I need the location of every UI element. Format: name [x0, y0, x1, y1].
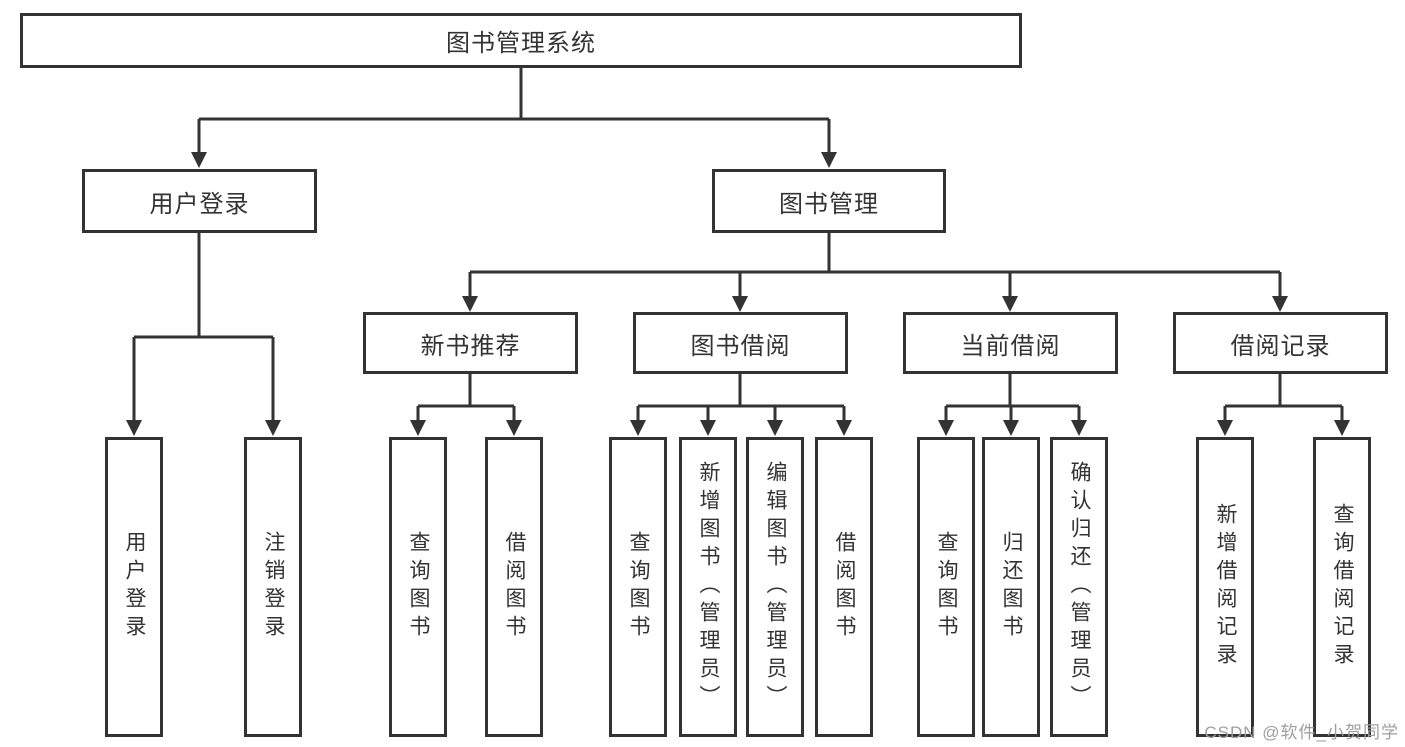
arrowhead	[1003, 420, 1019, 436]
arrowhead	[1071, 420, 1087, 436]
connector-book-borrow-to-leaves	[636, 373, 846, 421]
leaf-query-borrow-record: 查询借阅记录	[1313, 437, 1371, 737]
arrowhead	[821, 152, 837, 168]
leaf-query-books-borrowing: 查询图书	[609, 437, 667, 737]
arrowhead	[1334, 420, 1350, 436]
node-book-management: 图书管理	[712, 169, 946, 233]
arrowhead	[462, 296, 478, 312]
leaf-add-borrow-record: 新增借阅记录	[1196, 437, 1254, 737]
leaf-edit-books-admin: 编辑图书（管理员）	[746, 437, 804, 737]
node-new-book-recommend: 新书推荐	[363, 312, 578, 374]
leaf-logout: 注销登录	[244, 437, 302, 737]
arrowhead	[126, 420, 142, 436]
node-book-borrowing: 图书借阅	[633, 312, 848, 374]
connector-borrow-records-to-leaves	[1223, 373, 1344, 421]
arrowhead	[265, 420, 281, 436]
arrowhead	[938, 420, 954, 436]
watermark: CSDN @软件_小贺同学	[1204, 723, 1399, 742]
arrowhead	[1002, 296, 1018, 312]
connector-root-to-level2	[197, 66, 831, 153]
leaf-user-login: 用户登录	[105, 437, 163, 737]
node-root: 图书管理系统	[20, 13, 1022, 68]
leaf-borrow-books-borrowing: 借阅图书	[815, 437, 873, 737]
arrowhead	[410, 420, 426, 436]
arrowhead	[732, 296, 748, 312]
connector-new-book-to-leaves	[416, 373, 516, 421]
arrowhead	[506, 420, 522, 436]
arrowhead	[191, 152, 207, 168]
arrowhead	[1217, 420, 1233, 436]
connector-user-login-to-leaves	[132, 231, 275, 421]
leaf-add-books-admin: 新增图书（管理员）	[679, 437, 737, 737]
arrowhead	[700, 420, 716, 436]
connector-current-borrow-to-leaves	[944, 373, 1081, 421]
connector-book-mgmt-to-level3	[468, 231, 1282, 297]
arrowhead	[630, 420, 646, 436]
leaf-query-books-recommend: 查询图书	[389, 437, 447, 737]
node-user-login-group: 用户登录	[82, 169, 317, 233]
arrowhead	[767, 420, 783, 436]
leaf-borrow-books-recommend: 借阅图书	[485, 437, 543, 737]
leaf-return-books: 归还图书	[982, 437, 1040, 737]
leaf-confirm-return-admin: 确认归还（管理员）	[1050, 437, 1108, 737]
arrowhead	[1272, 296, 1288, 312]
node-current-borrowing: 当前借阅	[903, 312, 1118, 374]
node-borrowing-records: 借阅记录	[1173, 312, 1388, 374]
arrowhead	[836, 420, 852, 436]
leaf-query-books-current: 查询图书	[917, 437, 975, 737]
